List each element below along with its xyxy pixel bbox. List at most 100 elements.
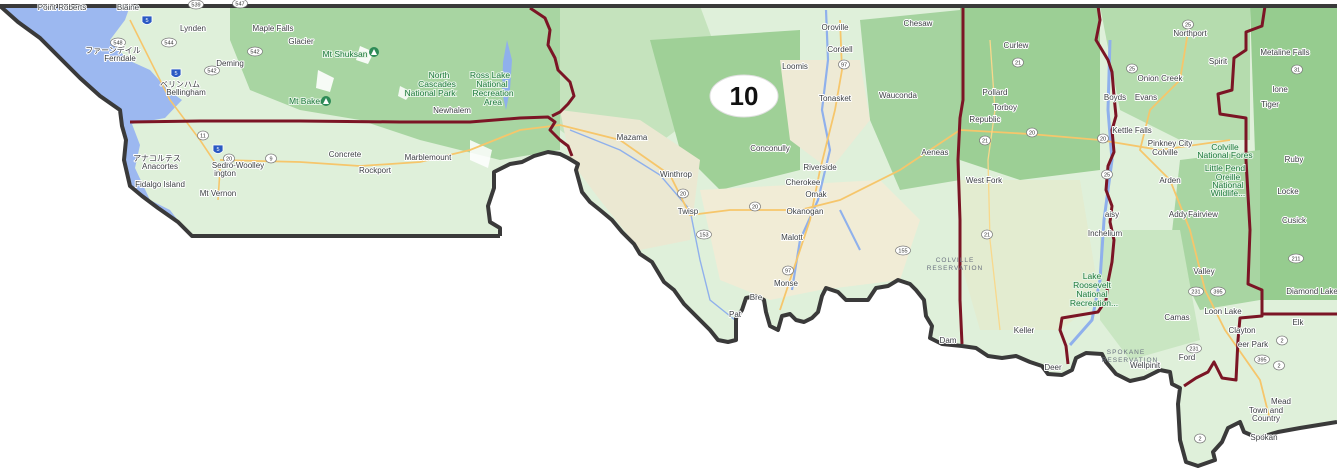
place-label-sedro-woolley: Sedro-Woolley [212, 161, 264, 170]
park-marker-icon [321, 47, 379, 106]
park-label-north-cascades-1: North [429, 70, 450, 80]
place-label-daisy: aisy [1105, 210, 1119, 219]
park-label-lake-roosevelt-3: National [1076, 289, 1107, 299]
place-label-town-and: Town and [1249, 406, 1283, 415]
route-shield-icon-sr25c: 25 [1101, 169, 1113, 180]
park-label-north-cascades-2: Cascades [418, 79, 456, 89]
route-shield-icon-sr20d: 20 [1026, 127, 1038, 138]
route-number: 21 [982, 139, 988, 145]
place-label-dam: Dam [940, 336, 957, 345]
place-label-cherokee: Cherokee [786, 178, 821, 187]
park-label-lake-roosevelt-4: Recreation... [1070, 298, 1118, 308]
place-label-lynden: Lynden [180, 24, 206, 33]
place-label-bellingham-jp: ベリンハム [160, 80, 200, 89]
route-number: 542 [207, 69, 216, 75]
place-label-arden: Arden [1159, 176, 1180, 185]
route-shield-icon-sr9: 9 [265, 153, 277, 164]
place-label-pinkney-city: Pinkney City [1148, 139, 1192, 148]
place-label-diamond-lake: Diamond Lake [1286, 287, 1337, 296]
place-label-valley: Valley [1193, 267, 1214, 276]
route-number: 21 [984, 233, 990, 239]
place-label-loon-lake: Loon Lake [1204, 307, 1242, 316]
place-label-deming: Deming [216, 59, 244, 68]
route-number: 395 [1213, 290, 1222, 296]
park-label-colville-nf-1: Colville [1211, 142, 1239, 152]
route-number: 231 [1189, 347, 1198, 353]
place-label-spirit: Spirit [1209, 57, 1228, 66]
route-shield-icon-sr547: 547 [232, 0, 248, 9]
place-label-country: Country [1252, 414, 1280, 423]
route-number: 20 [1100, 137, 1106, 143]
route-shield-icon-sr544: 544 [161, 37, 177, 48]
place-label-deer-park: eer Park [1238, 340, 1269, 349]
route-number: 547 [235, 2, 244, 8]
place-label-malott: Malott [781, 233, 804, 242]
place-label-onion-creek: Onion Creek [1138, 74, 1184, 83]
place-label-bellingham: Bellingham [166, 88, 206, 97]
route-shield-icon-sr20b: 20 [677, 188, 689, 199]
district-number: 10 [730, 81, 759, 111]
route-shield-icon-us97b: 97 [782, 265, 794, 276]
route-shield-icon-sr548: 548 [110, 37, 126, 48]
route-number: 153 [699, 233, 708, 239]
route-number: 97 [785, 269, 791, 275]
place-label-chesaw: Chesaw [904, 19, 933, 28]
district-boundaries [129, 5, 1337, 388]
route-number: 31 [1294, 68, 1300, 74]
place-label-loomis: Loomis [782, 62, 808, 71]
route-shield-icon-sr20a: 20 [223, 153, 235, 164]
place-label-keller: Keller [1014, 326, 1035, 335]
route-number: 20 [680, 192, 686, 198]
place-label-locke: Locke [1277, 187, 1299, 196]
route-shield-icon-sr20c: 20 [749, 201, 761, 212]
route-shield-icon-sr31: 31 [1291, 64, 1303, 75]
place-label-blaine: Blaine [117, 3, 140, 12]
place-label-glacier: Glacier [288, 37, 314, 46]
route-number: 2 [1280, 339, 1283, 345]
place-label-republic: Republic [969, 115, 1000, 124]
place-label-west-fork: West Fork [966, 176, 1003, 185]
reservation-label-spokane-res-1: SPOKANE [1107, 349, 1145, 356]
route-shield-icon-sr153: 153 [696, 229, 712, 240]
route-shield-icon-sr155: 155 [895, 245, 911, 256]
route-number: 20 [1029, 131, 1035, 137]
park-label-little-pend-4: Wildlife... [1211, 188, 1245, 198]
route-number: 542 [250, 50, 259, 56]
park-label-north-cascades-3: National Park [404, 88, 456, 98]
route-number: 25 [1185, 23, 1191, 29]
route-shield-icon-sr542b: 542 [247, 46, 263, 57]
route-number: 25 [1129, 67, 1135, 73]
place-label-elk: Elk [1292, 318, 1304, 327]
route-shield-icon-sr21c: 21 [981, 229, 993, 240]
region-outline [0, 4, 1337, 468]
place-label-camas: Camas [1164, 313, 1189, 322]
route-shield-icon-sr2: 2 [1276, 335, 1288, 346]
route-shield-icon-i5-c: 5 [212, 144, 224, 154]
route-shield-icon-i5-a: 5 [141, 15, 153, 25]
place-label-fairview: Fairview [1188, 210, 1218, 219]
place-label-torboy: Torboy [993, 103, 1017, 112]
route-shield-icon-sr11: 11 [197, 130, 209, 141]
route-number: 25 [1104, 173, 1110, 179]
place-label-addy: Addy [1169, 210, 1187, 219]
place-label-monse: Monse [774, 279, 799, 288]
route-number: 2 [1277, 364, 1280, 370]
place-label-curlew: Curlew [1004, 41, 1029, 50]
park-label-little-pend-3: National [1212, 180, 1243, 190]
place-label-conconully: Conconully [750, 144, 790, 153]
route-number: 5 [216, 147, 219, 153]
place-label-inchelium: Inchelium [1088, 229, 1123, 238]
park-label-mt-baker: Mt Baker [289, 96, 323, 106]
place-label-ruby: Ruby [1285, 155, 1304, 164]
place-label-maple-falls: Maple Falls [253, 24, 294, 33]
park-label-lake-roosevelt-2: Roosevelt [1073, 280, 1111, 290]
reservation-label-colville-res-2: RESERVATION [927, 265, 984, 272]
route-number: 539 [191, 3, 200, 9]
place-label-evans: Evans [1135, 93, 1157, 102]
park-label-ross-lake-3: Recreation [472, 88, 513, 98]
